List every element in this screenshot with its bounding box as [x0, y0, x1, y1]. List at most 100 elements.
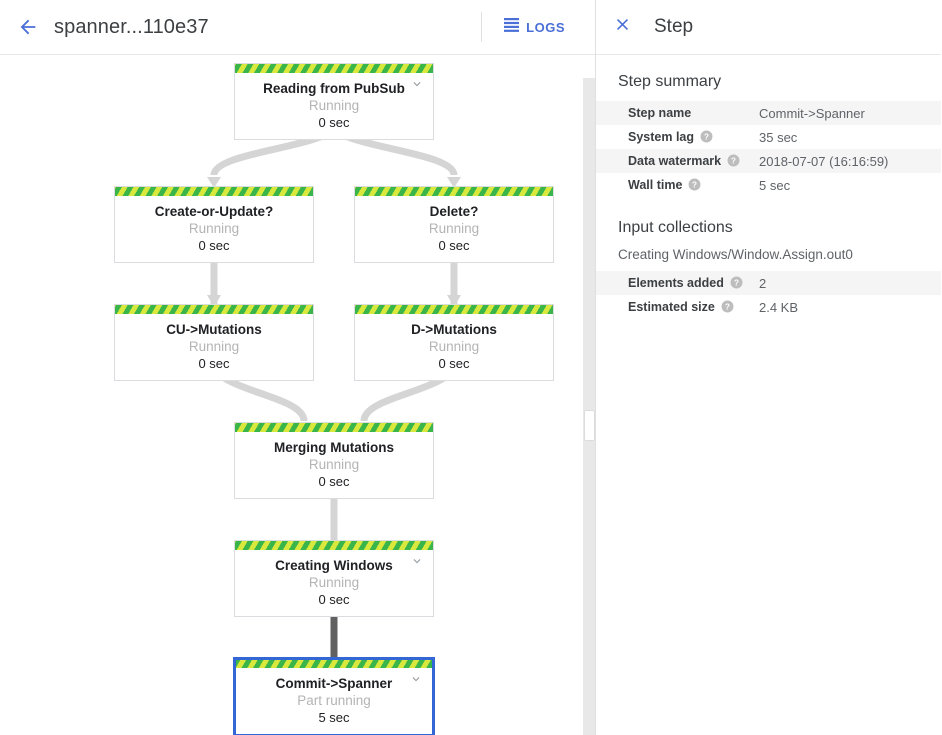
panel-title: Step	[654, 16, 694, 37]
node-elapsed-time: 0 sec	[438, 238, 470, 253]
node-status: Running	[188, 339, 240, 354]
detail-row-value: 2018-07-07 (16:16:59)	[759, 153, 889, 169]
detail-label-text: System lag	[628, 130, 695, 144]
detail-row-value: 2	[759, 275, 767, 291]
app-topbar: spanner...110e37 LOGS	[0, 0, 595, 55]
detail-row: Wall time?5 sec	[596, 173, 941, 197]
step-summary-heading: Step summary	[618, 73, 722, 90]
detail-row: Step name Commit->Spanner	[596, 101, 941, 125]
chevron-down-icon[interactable]	[410, 77, 424, 91]
help-icon[interactable]: ?	[727, 154, 740, 167]
detail-row-value: 2.4 KB	[759, 299, 799, 315]
svg-text:?: ?	[704, 132, 709, 141]
node-elapsed-time: 5 sec	[318, 710, 350, 725]
help-icon[interactable]: ?	[688, 178, 701, 191]
node-status: Running	[428, 221, 480, 236]
graph-node-create-or-update[interactable]: Create-or-Update? Running 0 sec	[114, 186, 314, 263]
node-status: Running	[188, 221, 240, 236]
node-status: Running	[308, 98, 360, 113]
detail-row-label: Elements added?	[596, 271, 759, 295]
node-title: Delete?	[429, 204, 479, 219]
svg-text:?: ?	[731, 156, 736, 165]
input-collection-name: Creating Windows/Window.Assign.out0	[618, 247, 853, 262]
svg-text:?: ?	[734, 278, 739, 287]
help-icon[interactable]: ?	[721, 300, 734, 313]
detail-row: System lag?35 sec	[596, 125, 941, 149]
detail-row-value: Commit->Spanner	[759, 105, 865, 121]
graph-edges	[207, 123, 461, 661]
node-elapsed-time: 0 sec	[438, 356, 470, 371]
chevron-down-icon[interactable]	[409, 672, 423, 686]
detail-label-text: Estimated size	[628, 300, 715, 314]
node-title: Merging Mutations	[274, 440, 394, 455]
detail-row-value: 5 sec	[759, 177, 791, 193]
detail-row-label: System lag?	[596, 125, 759, 149]
detail-row-label: Data watermark?	[596, 149, 759, 173]
node-elapsed-time: 0 sec	[318, 474, 350, 489]
graph-node-delete[interactable]: Delete? Running 0 sec	[354, 186, 554, 263]
topbar-divider	[481, 12, 483, 42]
node-title: Create-or-Update?	[154, 204, 274, 219]
input-collections-heading: Input collections	[618, 219, 733, 236]
arrow-back-icon	[17, 16, 39, 38]
graph-scrollbar-thumb[interactable]	[584, 410, 595, 441]
node-elapsed-time: 0 sec	[198, 238, 230, 253]
detail-row-label: Estimated size?	[596, 295, 759, 319]
node-status-stripe	[355, 305, 553, 314]
node-status-stripe	[355, 187, 553, 196]
node-body: Delete? Running 0 sec	[355, 196, 553, 262]
detail-row-label: Step name	[596, 101, 759, 125]
node-title: CU->Mutations	[166, 322, 262, 337]
node-title: Reading from PubSub	[263, 81, 405, 96]
detail-row-label: Wall time?	[596, 173, 759, 197]
logs-button-label: LOGS	[526, 19, 565, 35]
close-button[interactable]	[602, 7, 642, 47]
step-details-panel: Step Step summary Step name Commit->Spann…	[596, 0, 941, 735]
detail-row: Estimated size?2.4 KB	[596, 295, 941, 319]
node-status: Running	[308, 457, 360, 472]
detail-label-text: Step name	[628, 106, 692, 120]
node-status: Running	[308, 575, 360, 590]
node-title: Creating Windows	[275, 558, 393, 573]
node-status-stripe	[115, 305, 313, 314]
node-status-stripe	[115, 187, 313, 196]
graph-vertical-scrollbar[interactable]	[583, 78, 595, 735]
svg-text:?: ?	[725, 302, 730, 311]
node-status: Running	[428, 339, 480, 354]
node-title: Commit->Spanner	[275, 676, 393, 691]
svg-text:?: ?	[692, 180, 697, 189]
node-body: Create-or-Update? Running 0 sec	[115, 196, 313, 262]
chevron-down-icon[interactable]	[410, 554, 424, 568]
page-title: spanner...110e37	[54, 15, 209, 38]
detail-row-value: 35 sec	[759, 129, 798, 145]
close-icon	[613, 15, 632, 39]
back-button[interactable]	[6, 5, 50, 49]
logs-list-icon	[504, 17, 520, 37]
job-graph-pane: spanner...110e37 LOGS	[0, 0, 596, 735]
node-status-stripe	[235, 423, 433, 432]
help-icon[interactable]: ?	[730, 276, 743, 289]
help-icon[interactable]: ?	[700, 130, 713, 143]
node-title: D->Mutations	[411, 322, 497, 337]
logs-button[interactable]: LOGS	[500, 13, 569, 42]
node-status-stripe	[236, 660, 432, 668]
detail-row: Data watermark?2018-07-07 (16:16:59)	[596, 149, 941, 173]
node-status-stripe	[235, 64, 433, 73]
node-status: Part running	[297, 693, 371, 708]
node-elapsed-time: 0 sec	[318, 115, 350, 130]
